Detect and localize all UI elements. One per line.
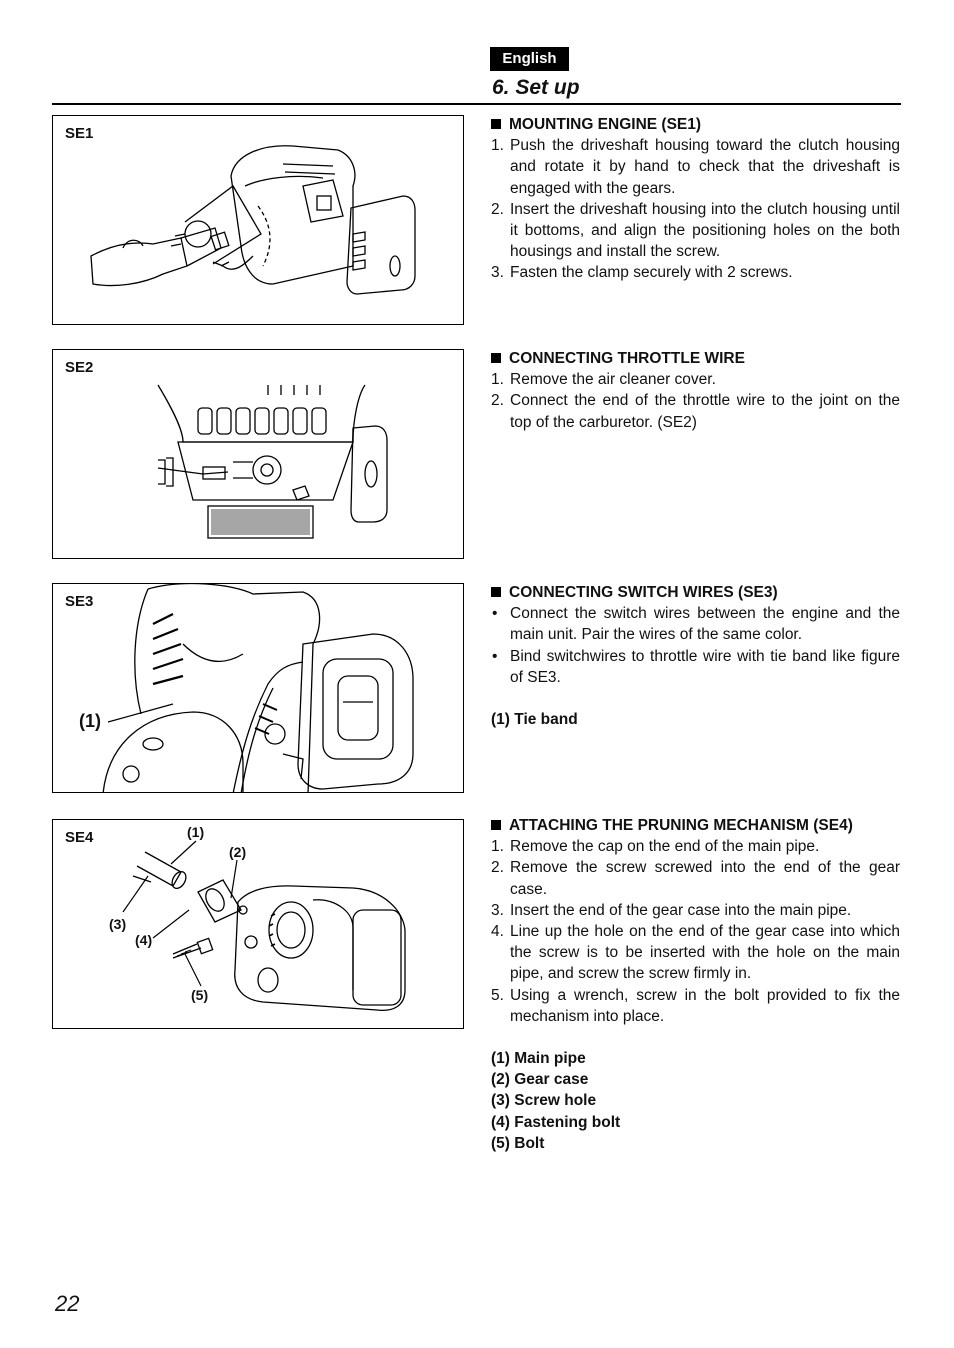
list-item: 3.Insert the end of the gear case into t… xyxy=(491,901,852,919)
page-number: 22 xyxy=(55,1291,80,1316)
figure-se3: SE3 (1) xyxy=(52,583,464,793)
list-item: •Bind switchwires to throttle wire with … xyxy=(492,647,900,686)
section-heading: CONNECTING THROTTLE WIRE xyxy=(491,348,900,369)
header-rule xyxy=(52,103,901,105)
section-heading: MOUNTING ENGINE (SE1) xyxy=(491,114,900,135)
list-item: 2.Remove the screw screwed into the end … xyxy=(491,859,900,898)
legend-item: (1) Tie band xyxy=(491,711,578,729)
legend-item: (2) Gear case xyxy=(491,1071,589,1089)
step-list: 1.Push the driveshaft housing toward the… xyxy=(491,135,900,283)
figure-label: SE4 xyxy=(65,829,94,846)
legend: (1) Tie band xyxy=(491,709,900,730)
list-item: 2.Insert the driveshaft housing into the… xyxy=(491,200,900,261)
list-item: 5.Using a wrench, screw in the bolt prov… xyxy=(491,986,900,1025)
callout-label: (3) xyxy=(109,916,127,932)
callout-label: (4) xyxy=(135,932,153,948)
pruning-mechanism-illustration xyxy=(122,840,406,1012)
section-pruning-mechanism: ATTACHING THE PRUNING MECHANISM (SE4) 1.… xyxy=(491,815,900,1154)
figure-label: SE2 xyxy=(65,359,94,376)
list-item: 1.Remove the cap on the end of the main … xyxy=(491,838,820,856)
bullet-list: •Connect the switch wires between the en… xyxy=(491,603,900,688)
legend: (1) Main pipe (2) Gear case (3) Screw ho… xyxy=(491,1048,900,1154)
figure-label: SE1 xyxy=(65,125,94,142)
step-list: 1.Remove the air cleaner cover. 2.Connec… xyxy=(491,369,900,433)
step-list: 1.Remove the cap on the end of the main … xyxy=(491,836,900,1027)
bullet-square-icon xyxy=(491,119,501,129)
legend-item: (3) Screw hole xyxy=(491,1092,597,1110)
figure-label: SE3 xyxy=(65,593,94,610)
figure-se1: SE1 xyxy=(52,115,464,325)
list-item: 1.Push the driveshaft housing toward the… xyxy=(491,137,900,197)
engine-mounting-illustration xyxy=(90,145,416,295)
section-heading: CONNECTING SWITCH WIRES (SE3) xyxy=(491,582,900,603)
callout-label: (2) xyxy=(229,844,247,860)
list-item: 4.Line up the hole on the end of the gea… xyxy=(491,923,900,983)
section-title: 6. Set up xyxy=(492,76,580,99)
list-item: 1.Remove the air cleaner cover. xyxy=(491,371,716,389)
section-mounting-engine: MOUNTING ENGINE (SE1) 1.Push the drivesh… xyxy=(491,114,900,284)
section-switch-wires: CONNECTING SWITCH WIRES (SE3) •Connect t… xyxy=(491,582,900,730)
callout-label: (1) xyxy=(187,824,205,840)
callout-label: (1) xyxy=(79,711,101,731)
bullet-square-icon xyxy=(491,353,501,363)
bullet-square-icon xyxy=(491,587,501,597)
bullet-square-icon xyxy=(491,820,501,830)
section-throttle-wire: CONNECTING THROTTLE WIRE 1.Remove the ai… xyxy=(491,348,900,433)
legend-item: (5) Bolt xyxy=(491,1134,545,1152)
section-heading: ATTACHING THE PRUNING MECHANISM (SE4) xyxy=(491,815,900,836)
language-badge: English xyxy=(490,47,569,71)
figure-se4: SE4 (1) (2) (3) (4) (5) xyxy=(52,819,464,1029)
list-item: 2.Connect the end of the throttle wire t… xyxy=(491,392,900,431)
list-item: 3.Fasten the clamp securely with 2 screw… xyxy=(491,264,793,282)
switch-wires-illustration xyxy=(102,584,414,792)
legend-item: (1) Main pipe xyxy=(491,1050,586,1068)
list-item: •Connect the switch wires between the en… xyxy=(492,605,900,644)
legend-item: (4) Fastening bolt xyxy=(491,1113,621,1131)
throttle-wire-illustration xyxy=(157,384,388,539)
callout-label: (5) xyxy=(191,987,209,1003)
figure-se2: SE2 xyxy=(52,349,464,559)
